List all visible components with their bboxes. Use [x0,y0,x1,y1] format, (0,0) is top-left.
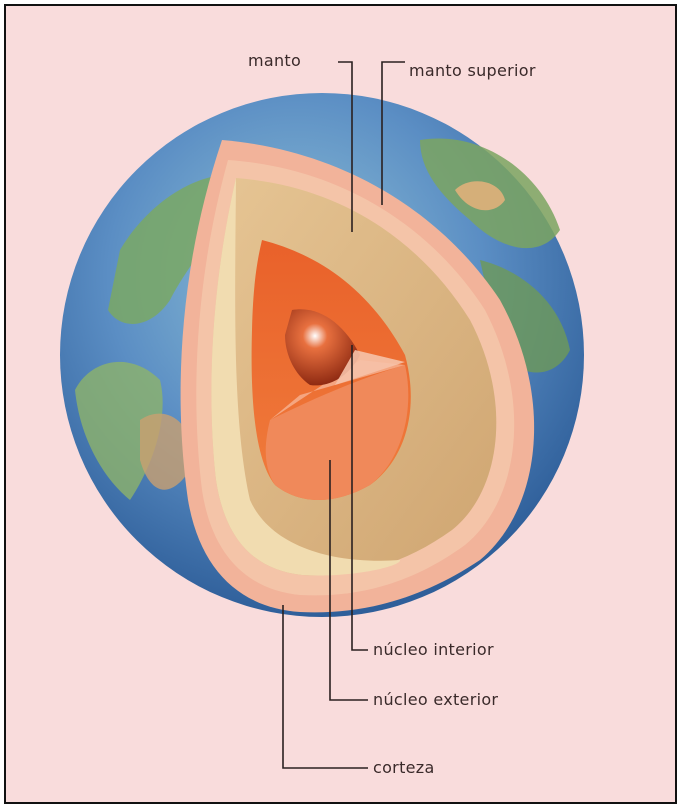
label-manto: manto [248,51,301,70]
leader-corteza [283,605,368,768]
label-manto-superior: manto superior [409,61,536,80]
label-nucleo-exterior: núcleo exterior [373,690,498,709]
label-corteza: corteza [373,758,435,777]
label-nucleo-interior: núcleo interior [373,640,494,659]
